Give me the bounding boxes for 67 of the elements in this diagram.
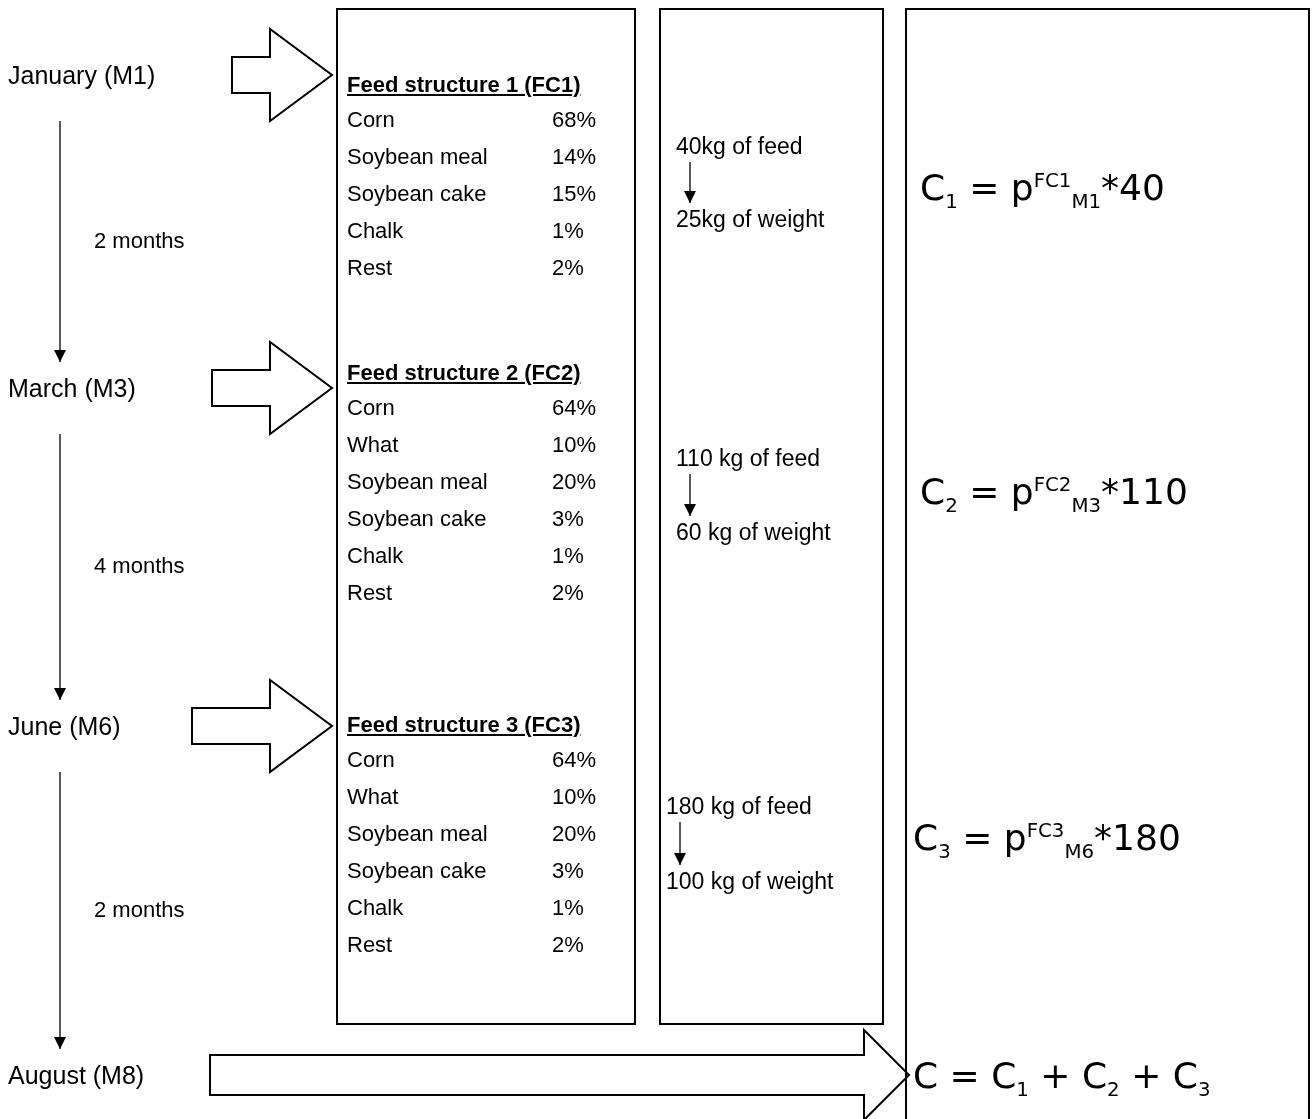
ingredient-name: Soybean cake [347, 180, 487, 208]
month-label: March (M3) [8, 373, 137, 404]
cost-formula: C$_{3}$ = p$^{FC3}$$_{M6}$*180 [913, 816, 1182, 866]
ingredient-name: Corn [347, 106, 395, 134]
quantity-text: 180 kg of feed [666, 792, 813, 820]
ingredient-name: Soybean cake [347, 857, 487, 885]
ingredient-name: Soybean meal [347, 468, 488, 496]
arrow [54, 771, 66, 1050]
percentage-value: 64% [552, 394, 597, 422]
percentage-value: 14% [552, 143, 597, 171]
ingredient-name: Soybean meal [347, 820, 488, 848]
percentage-value: 2% [552, 254, 584, 282]
column-panel [659, 8, 884, 1025]
ingredient-name: Corn [347, 746, 395, 774]
percentage-value: 3% [552, 505, 584, 533]
percentage-value: 1% [552, 217, 584, 245]
ingredient-name: Rest [347, 931, 393, 959]
ingredient-name: What [347, 431, 399, 459]
ingredient-name: Soybean cake [347, 505, 487, 533]
quantity-text: 110 kg of feed [676, 444, 822, 472]
cost-formula: C$_{2}$ = p$^{FC2}$$_{M3}$*110 [920, 470, 1189, 520]
percentage-value: 64% [552, 746, 597, 774]
block-arrow [191, 678, 334, 774]
column-panel [905, 8, 1310, 1119]
arrow [684, 161, 696, 204]
arrow [54, 120, 66, 363]
month-label: June (M6) [8, 711, 122, 742]
ingredient-name: Chalk [347, 542, 404, 570]
arrow [674, 821, 686, 866]
percentage-value: 3% [552, 857, 584, 885]
block-arrow [209, 1027, 911, 1119]
arrow [684, 473, 696, 517]
block-arrow [211, 340, 334, 436]
ingredient-name: Soybean meal [347, 143, 488, 171]
quantity-text: 40kg of feed [676, 132, 804, 160]
table-heading: Feed structure 2 (FC2) [347, 360, 581, 386]
table-heading: Feed structure 1 (FC1) [347, 72, 581, 98]
ingredient-name: Rest [347, 579, 393, 607]
month-label: August (M8) [8, 1060, 146, 1091]
percentage-value: 1% [552, 894, 584, 922]
percentage-value: 2% [552, 579, 584, 607]
percentage-value: 1% [552, 542, 584, 570]
percentage-value: 2% [552, 931, 584, 959]
percentage-value: 10% [552, 783, 597, 811]
percentage-value: 10% [552, 431, 597, 459]
percentage-value: 20% [552, 820, 597, 848]
table-heading: Feed structure 3 (FC3) [347, 712, 581, 738]
arrow [54, 433, 66, 701]
percentage-value: 68% [552, 106, 597, 134]
ingredient-name: What [347, 783, 399, 811]
cost-formula: C = C$_{1}$ + C$_{2}$ + C$_{3}$ [913, 1054, 1212, 1104]
column-panel [336, 8, 636, 1025]
month-label: January (M1) [8, 60, 157, 91]
block-arrow [231, 27, 334, 123]
edge-label: 2 months [94, 227, 185, 254]
percentage-value: 20% [552, 468, 597, 496]
quantity-text: 25kg of weight [676, 205, 826, 233]
cost-formula: C$_{1}$ = p$^{FC1}$$_{M1}$*40 [920, 166, 1166, 216]
edge-label: 4 months [94, 553, 185, 579]
quantity-text: 60 kg of weight [676, 518, 832, 546]
ingredient-name: Corn [347, 394, 395, 422]
ingredient-name: Chalk [347, 217, 404, 245]
quantity-text: 100 kg of weight [666, 867, 835, 895]
edge-label: 2 months [94, 896, 185, 923]
ingredient-name: Chalk [347, 894, 404, 922]
ingredient-name: Rest [347, 254, 393, 282]
percentage-value: 15% [552, 180, 597, 208]
